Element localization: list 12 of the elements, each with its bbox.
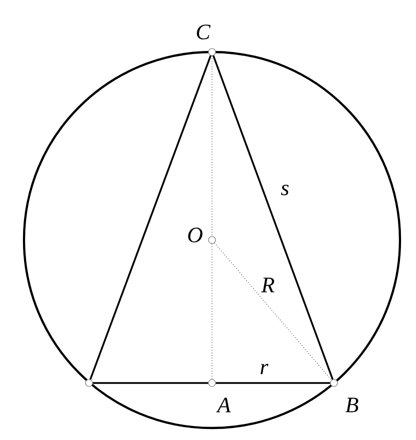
point-label: B: [346, 398, 358, 412]
line-segment: [212, 55, 334, 380]
point-label: O: [188, 228, 202, 242]
line-segment: [89, 55, 212, 380]
line-segment: [216, 382, 330, 384]
point-label: C: [196, 24, 211, 40]
edge-label: R: [261, 278, 274, 292]
line-segment: [214, 242, 332, 380]
edge-label: s: [281, 184, 289, 196]
point-label: A: [216, 398, 231, 412]
edge-label: r: [260, 364, 268, 374]
line-segment: [92, 382, 208, 384]
